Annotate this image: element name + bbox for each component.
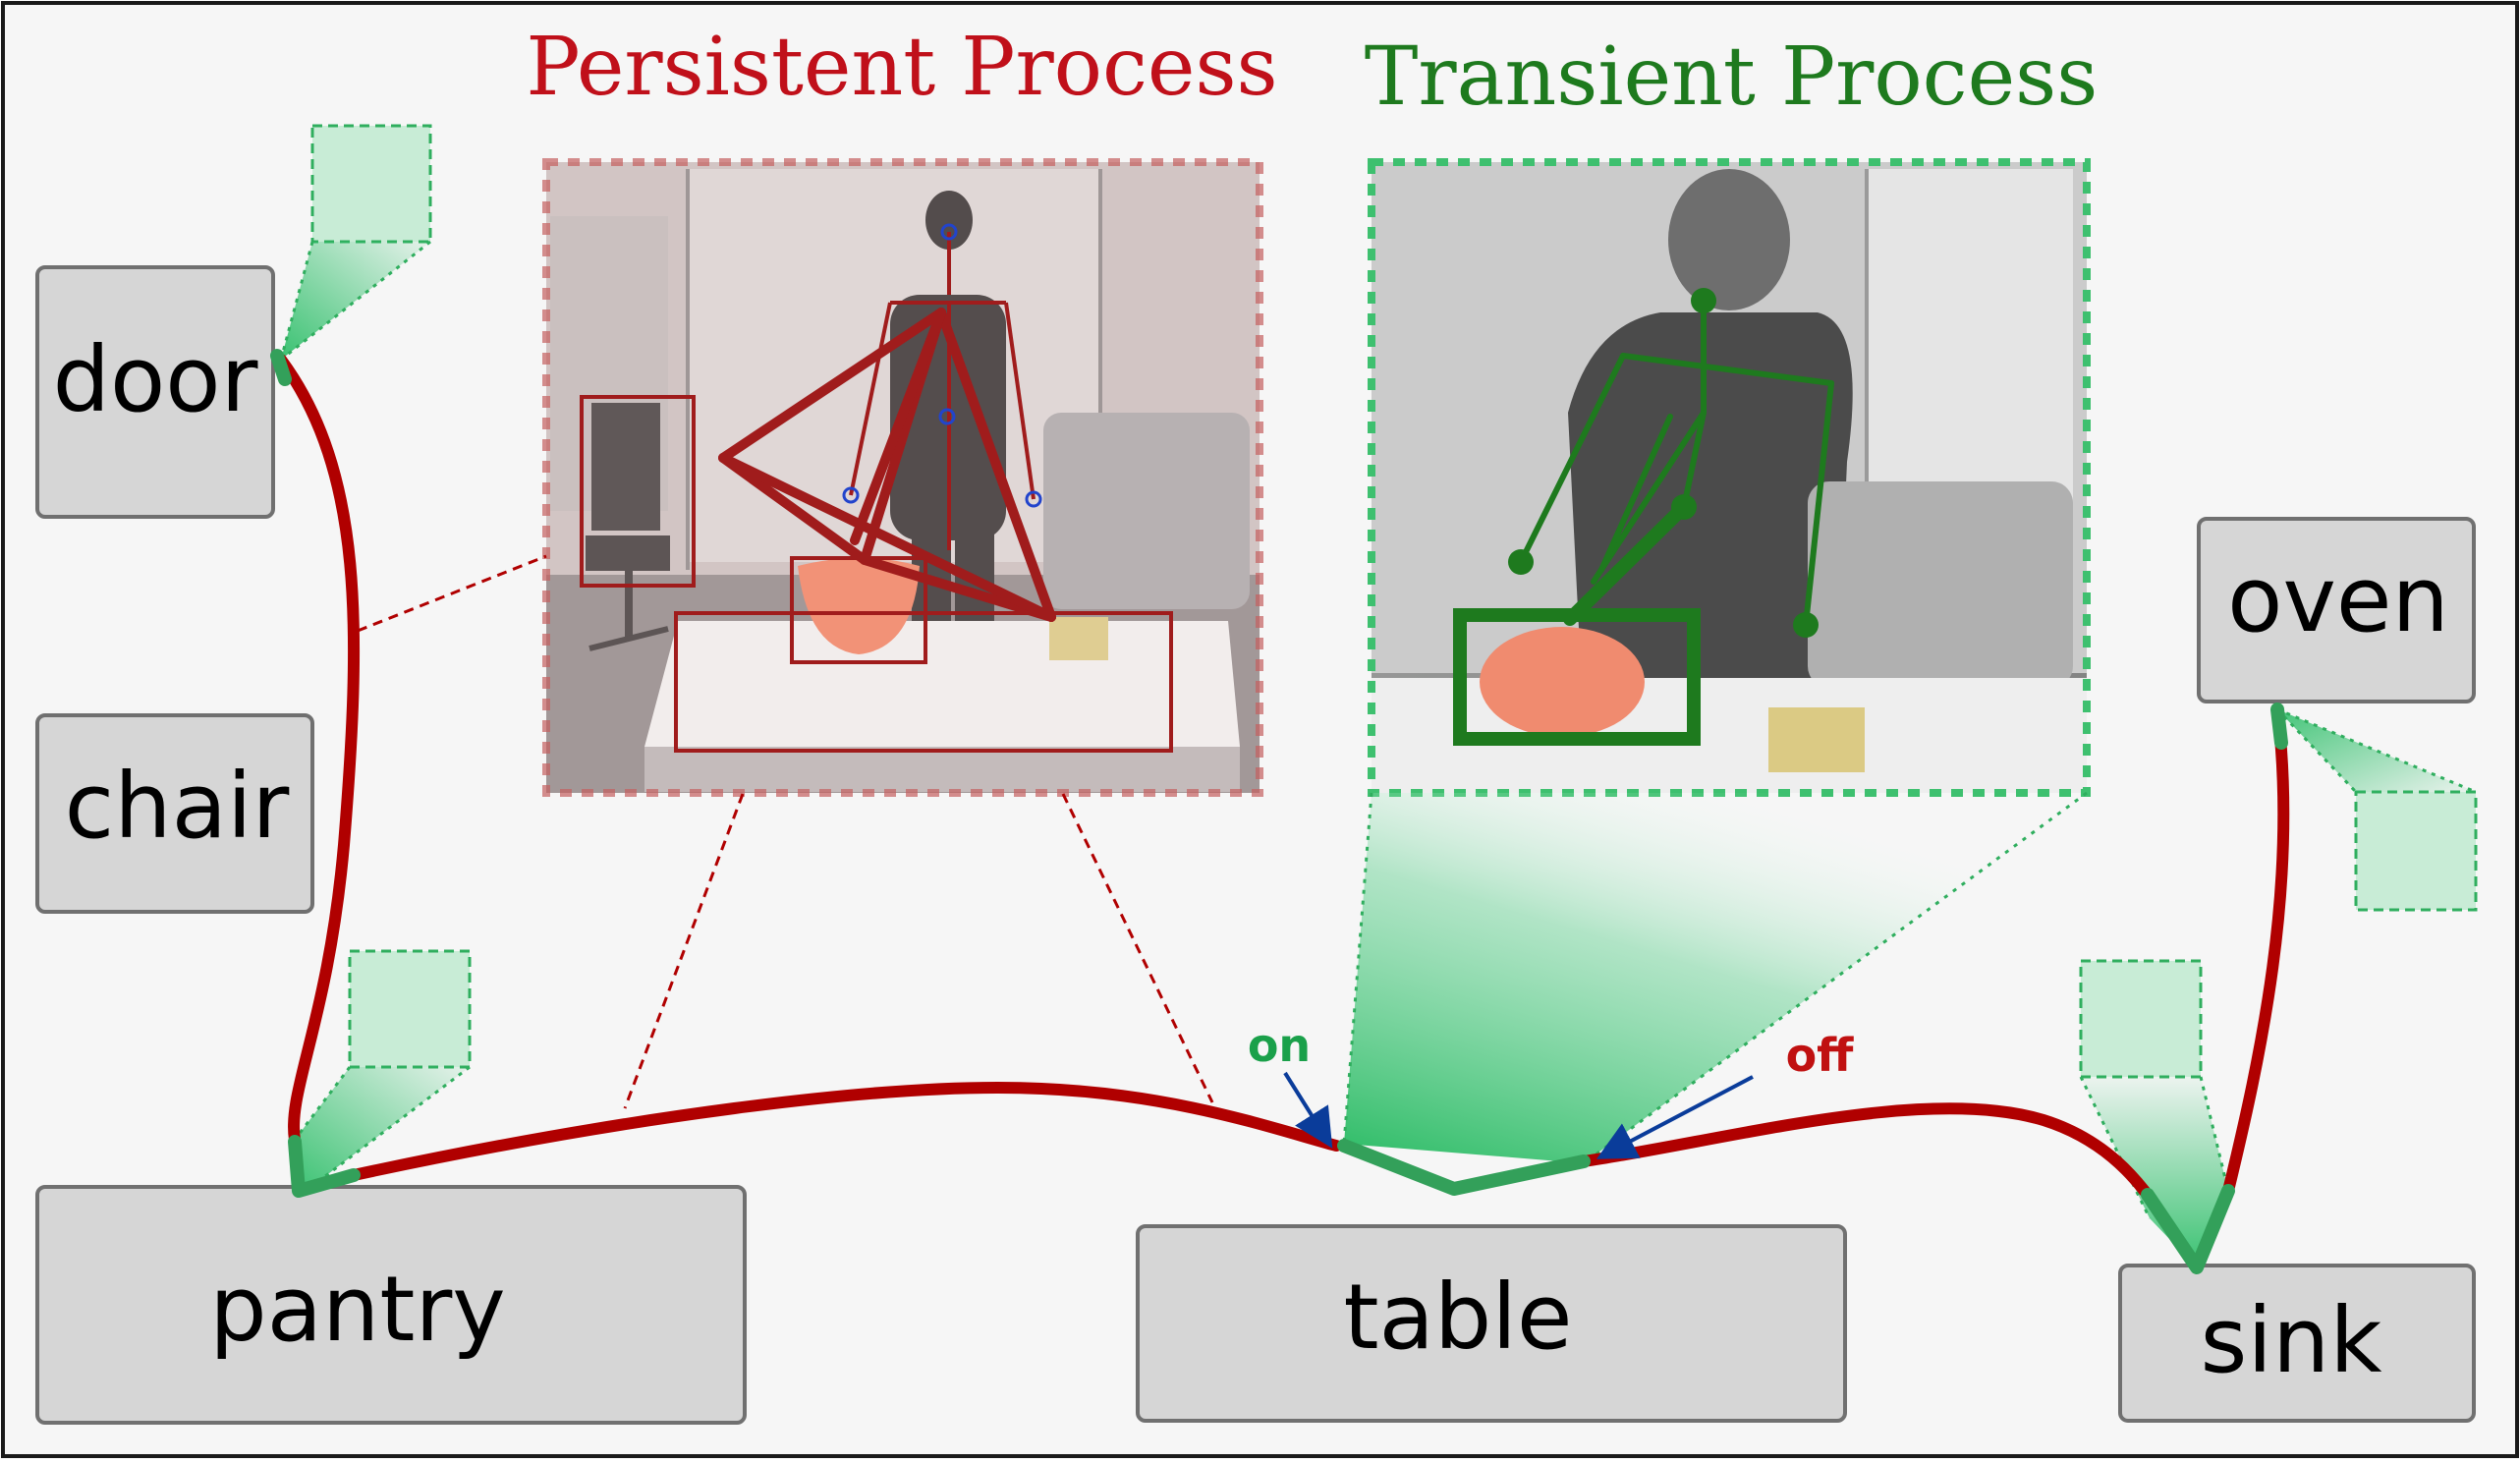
transient-zoom-cone xyxy=(1344,793,2087,1163)
persistent-process-panel xyxy=(542,158,1263,797)
transient-snippet-oven xyxy=(2275,707,2478,912)
location-table: table xyxy=(1136,1224,1847,1423)
location-table-label: table xyxy=(1343,1265,1572,1370)
location-door: door xyxy=(35,265,275,519)
marker-off: off xyxy=(1596,1029,1855,1159)
transient-snippet-pantry xyxy=(293,949,472,1197)
marker-on: on xyxy=(1248,1019,1333,1149)
trajectory xyxy=(275,354,2290,1201)
transient-snippet-sink xyxy=(2079,959,2230,1267)
location-door-label: door xyxy=(53,327,258,432)
persistent-process-title: Persistent Process xyxy=(526,21,1277,114)
location-chair-label: chair xyxy=(65,754,290,859)
location-oven-label: oven xyxy=(2227,547,2449,652)
transient-process-title: Transient Process xyxy=(1365,30,2099,124)
location-oven: oven xyxy=(2197,517,2476,703)
location-sink: sink xyxy=(2118,1264,2476,1423)
location-chair: chair xyxy=(35,713,314,914)
persistent-connectors xyxy=(357,554,1214,1109)
location-pantry-label: pantry xyxy=(209,1257,505,1362)
marker-on-label: on xyxy=(1248,1019,1311,1072)
trajectory-transient-segments xyxy=(270,349,2288,1274)
marker-off-label: off xyxy=(1786,1029,1855,1082)
transient-process-panel xyxy=(1368,158,2091,797)
transient-snippet-door xyxy=(279,124,432,362)
location-pantry: pantry xyxy=(35,1185,747,1425)
location-sink-label: sink xyxy=(2200,1288,2382,1393)
